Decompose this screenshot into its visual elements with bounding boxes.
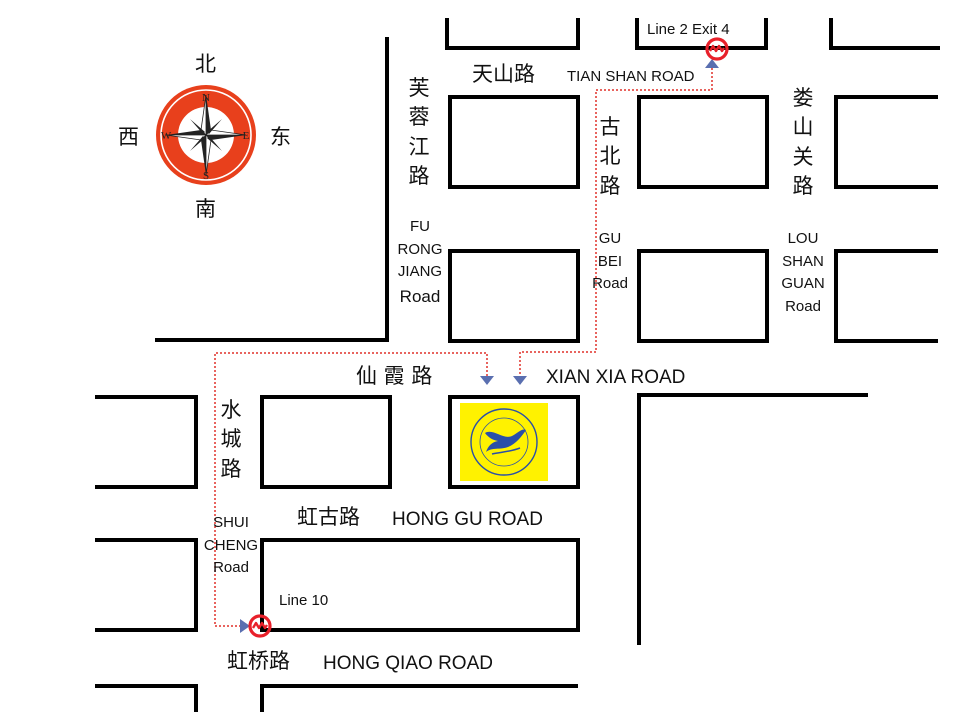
block-r5-left [95,538,198,632]
tianshan-road-cn: 天山路 [472,62,535,86]
metro-line10-label: Line 10 [279,592,329,609]
metro-icon-line2 [705,37,729,61]
shuicheng-road-cn: 水 城 路 [220,398,242,481]
metro-line2-label: Line 2 Exit 4 [647,21,730,38]
shuicheng-road-en: SHUI CHENG Road [203,514,259,576]
block-r3-c [834,249,938,343]
block-r2-c [834,95,938,189]
block-r3-b [637,249,769,343]
tianshan-road-en: TIAN SHAN ROAD [567,68,695,85]
block-r2-a [448,95,580,189]
arrow-line2 [705,59,719,68]
gubei-road-cn: 古 北 路 [599,115,621,198]
compass-north-label: 北 [195,52,216,76]
block-r4-right [637,393,868,645]
arrow-line10 [240,619,250,633]
block-r5-a [260,538,580,632]
block-r4-campus [448,395,580,489]
route-line2 [519,64,713,376]
hongqiao-road-en: HONG QIAO ROAD [323,653,493,674]
metro-routes [214,64,713,627]
loushanguan-road-en: LOU SHAN GUAN Road [781,230,825,315]
block-top-2 [635,18,768,50]
gubei-road-en: GU BEI Road [592,230,628,292]
compass-e: E [243,130,250,142]
honggu-road-cn: 虹古路 [297,505,360,529]
block-bottom-mid [260,684,578,712]
arrow-xianxia-2 [513,376,527,385]
compass-west-label: 西 [118,125,139,149]
compass-s: S [203,170,209,182]
xianxia-road-cn: 仙 霞 路 [356,364,433,388]
block-r4-a [260,395,392,489]
campus-logo [460,403,548,481]
block-r3-a [448,249,580,343]
furongjiang-road-en: FU RONG JIANG Road [397,218,443,306]
route-arrows [240,59,719,633]
arrow-xianxia-1 [480,376,494,385]
honggu-road-en: HONG GU ROAD [392,509,543,530]
block-r4-left [95,395,198,489]
block-bottom-left [95,684,198,712]
street-blocks [95,18,940,712]
hongqiao-road-cn: 虹桥路 [227,649,290,673]
compass-n: N [202,92,210,104]
furongjiang-road-cn: 芙 蓉 江 路 [408,76,430,189]
loushanguan-road-cn: 娄 山 关 路 [792,86,814,199]
block-left-big [155,37,389,342]
block-r2-b [637,95,769,189]
compass-south-label: 南 [195,197,216,221]
xianxia-road-en: XIAN XIA ROAD [546,367,686,388]
route-line10 [214,352,488,627]
compass-east-label: 东 [270,125,291,149]
compass-w: W [161,130,172,142]
compass-rose: N S E W [156,85,256,185]
block-top-1 [445,18,580,50]
metro-icon-line10 [248,614,272,638]
block-top-3 [829,18,940,50]
